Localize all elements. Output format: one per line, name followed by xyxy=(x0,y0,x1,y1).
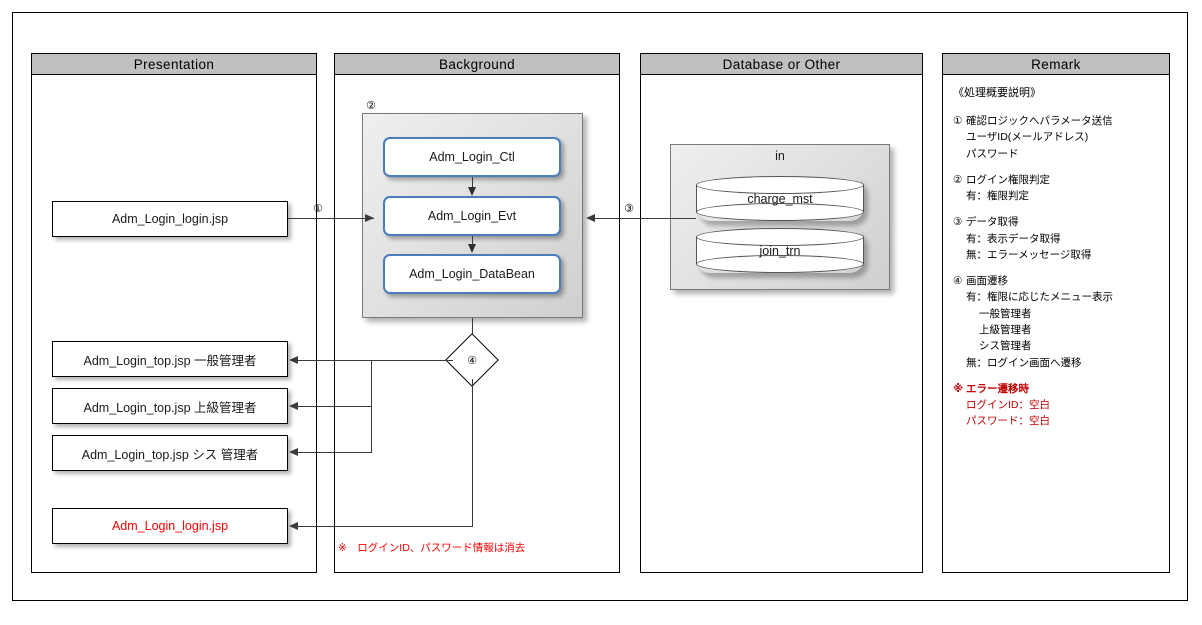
process-box-adm-login-top-ippan[interactable]: Adm_Login_top.jsp 一般管理者 xyxy=(52,341,288,377)
lane-presentation: Presentation xyxy=(31,53,317,573)
process-box-label: Adm_Login_top.jsp 上級管理者 xyxy=(83,400,257,415)
remark-block-4-line-1: 有：権限に応じたメニュー表示 xyxy=(966,291,1113,304)
component-box-adm-login-databean[interactable]: Adm_Login_DataBean xyxy=(383,254,561,294)
background-footnote: ※ ログインID、パスワード情報は消去 xyxy=(338,542,526,554)
remark-block-3-line-2: 無：エラーメッセージ取得 xyxy=(966,248,1092,261)
component-box-label: Adm_Login_Evt xyxy=(427,209,517,223)
connector-db-to-evt xyxy=(592,218,696,219)
arrowhead-decision-to-error-icon xyxy=(289,521,298,530)
cylinder-label: join_trn xyxy=(759,243,801,258)
remark-block-3-number: ③ xyxy=(953,216,963,229)
database-container-label: in xyxy=(670,149,890,163)
step-marker-2: ② xyxy=(366,100,376,112)
component-box-label: Adm_Login_Ctl xyxy=(429,150,515,164)
remark-error-block: ※エラー遷移時 ログインID：空白 パスワード：空白 xyxy=(953,381,1161,430)
lane-body-presentation xyxy=(31,75,317,573)
arrowhead-login-to-evt-icon xyxy=(365,213,374,222)
process-box-adm-login-top-joukyu[interactable]: Adm_Login_top.jsp 上級管理者 xyxy=(52,388,288,424)
cylinder-label: charge_mst xyxy=(747,191,813,206)
process-box-label: Adm_Login_login.jsp xyxy=(111,212,229,226)
lane-header-database: Database or Other xyxy=(640,53,923,75)
lane-title-database: Database or Other xyxy=(722,56,841,72)
remark-block-1-line-1: ユーザID(メールアドレス) xyxy=(966,131,1089,144)
remark-title: 《処理概要説明》 xyxy=(953,87,1041,99)
remark-block-2-title: ログイン権限判定 xyxy=(966,173,1050,186)
database-table-join-trn[interactable]: join_trn xyxy=(696,228,864,273)
process-box-label: Adm_Login_top.jsp 一般管理者 xyxy=(83,353,257,368)
arrowhead-decision-to-joukyu-icon xyxy=(289,401,298,410)
arrowhead-db-to-evt-icon xyxy=(586,213,595,222)
remark-block-2-number: ② xyxy=(953,173,963,186)
remark-block-2-line-1: 有：権限判定 xyxy=(966,190,1029,203)
remark-block-4-line-3: 上級管理者 xyxy=(979,323,1032,336)
remark-block-3-title: データ取得 xyxy=(966,216,1019,229)
remark-block-4-line-2: 一般管理者 xyxy=(979,307,1032,320)
connector-decision-to-error-vertical xyxy=(472,379,473,526)
remark-block-4-line-4: シス管理者 xyxy=(979,340,1032,353)
remark-error-mark: ※ xyxy=(953,382,964,395)
remark-block-4-line-5: 無：ログイン画面へ遷移 xyxy=(966,356,1082,369)
step-marker-3: ③ xyxy=(624,203,634,215)
component-box-label: Adm_Login_DataBean xyxy=(409,267,535,281)
component-box-adm-login-ctl[interactable]: Adm_Login_Ctl xyxy=(383,137,561,177)
remark-block-4-title: 画面遷移 xyxy=(966,275,1008,288)
remark-block-1-title: 確認ロジックへパラメータ送信 xyxy=(966,115,1113,128)
lane-database: Database or Other xyxy=(640,53,923,573)
process-box-adm-login-login-jsp-error[interactable]: Adm_Login_login.jsp xyxy=(52,508,288,544)
cylinder-top-icon xyxy=(696,228,864,246)
remark-error-title: エラー遷移時 xyxy=(966,382,1029,395)
lane-title-remark: Remark xyxy=(1031,56,1081,72)
remark-block-1-line-2: パスワード xyxy=(966,147,1019,160)
connector-group-to-decision xyxy=(472,318,473,344)
arrowhead-ctl-to-evt-icon xyxy=(467,187,476,196)
lane-header-presentation: Presentation xyxy=(31,53,317,75)
remark-error-head: ※エラー遷移時 xyxy=(953,381,1161,397)
remark-block-3-line-1: 有：表示データ取得 xyxy=(966,232,1061,245)
connector-ctl-to-evt xyxy=(472,177,473,189)
lane-header-background: Background xyxy=(334,53,620,75)
cylinder-label-wrap: join_trn xyxy=(696,228,864,273)
arrowhead-decision-to-sys-icon xyxy=(289,447,298,456)
remark-error-line-2: パスワード：空白 xyxy=(966,415,1050,428)
connector-decision-to-sys xyxy=(297,452,372,453)
connector-decision-to-ippan xyxy=(297,360,453,361)
cylinder-top-icon xyxy=(696,176,864,194)
database-table-charge-mst[interactable]: charge_mst xyxy=(696,176,864,221)
process-box-label: Adm_Login_login.jsp xyxy=(111,519,229,533)
process-box-adm-login-login-jsp[interactable]: Adm_Login_login.jsp xyxy=(52,201,288,237)
connector-decision-to-joukyu xyxy=(297,406,372,407)
step-marker-1: ① xyxy=(313,203,323,215)
remark-block-4-number: ④ xyxy=(953,275,963,288)
remark-block-1-number: ① xyxy=(953,115,963,128)
lane-title-presentation: Presentation xyxy=(133,56,215,72)
cylinder-bottom-icon xyxy=(696,255,864,273)
connector-decision-to-error-horizontal xyxy=(297,526,473,527)
lane-title-background: Background xyxy=(438,56,516,72)
cylinder-bottom-icon xyxy=(696,203,864,221)
database-container-label-text: in xyxy=(775,149,785,163)
process-box-adm-login-top-sys[interactable]: Adm_Login_top.jsp シス 管理者 xyxy=(52,435,288,471)
decision-diamond-label-wrap: ④ xyxy=(453,341,491,379)
arrowhead-evt-to-databean-icon xyxy=(467,244,476,253)
decision-marker-4: ④ xyxy=(467,354,477,367)
remark-error-line-1: ログインID：空白 xyxy=(966,399,1050,412)
component-box-adm-login-evt[interactable]: Adm_Login_Evt xyxy=(383,196,561,236)
lane-header-remark: Remark xyxy=(942,53,1170,75)
connector-login-to-evt xyxy=(288,218,374,219)
arrowhead-decision-to-ippan-icon xyxy=(289,355,298,364)
process-box-label: Adm_Login_top.jsp シス 管理者 xyxy=(81,447,259,462)
connector-evt-to-databean xyxy=(472,236,473,246)
cylinder-label-wrap: charge_mst xyxy=(696,176,864,221)
